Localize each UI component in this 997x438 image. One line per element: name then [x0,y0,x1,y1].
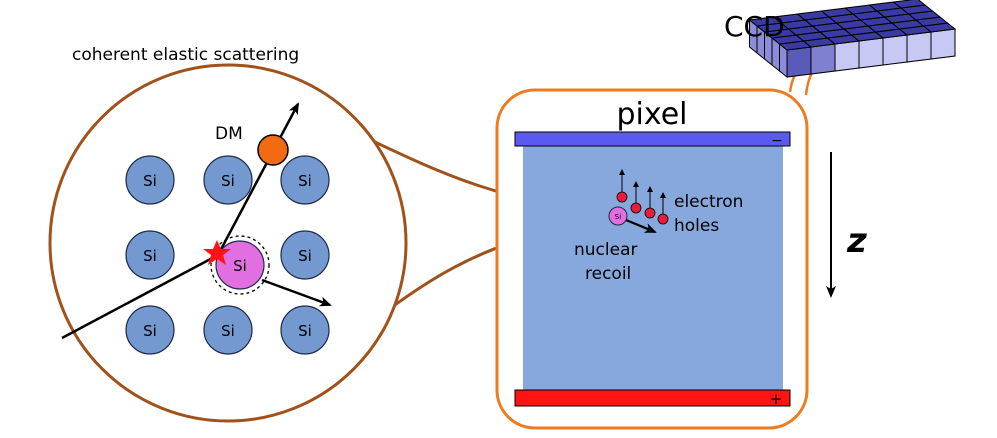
lattice-atom: Si [203,305,253,355]
diagram-title: coherent elastic scattering [72,45,299,65]
lattice-atom: Si [125,155,175,205]
ccd-front-cell [810,43,836,75]
dm-particle [257,134,289,166]
atom-label: Si [143,247,157,265]
ccd-front-cell [930,28,956,60]
lattice-atom: Si [280,305,330,355]
star-icon [203,240,231,265]
atom-label: Si [298,247,312,265]
ccd-front-cell [858,37,884,69]
pixel-label: pixel [616,97,687,132]
recoil-label: recoil [585,264,631,284]
lattice-atom: Si [203,155,253,205]
nuclear-label: nuclear [574,240,637,260]
electron-label: electron [674,192,743,212]
pixel-atom-label: Si [615,213,621,221]
ccd-front-cell [882,34,908,66]
silicon-lattice: Si Si Si Si Si Si Si Si [125,155,330,355]
ccd-label: CCD [724,10,785,43]
pixel-silicon-bulk [523,146,783,390]
electron-hole-pairs [616,169,669,225]
charge-plus-icon [616,191,628,203]
charge-plus-icon [657,213,669,225]
z-axis-label: z [846,221,867,261]
ccd-front-cell [834,40,860,72]
pixel-recoil-atom [608,206,628,226]
pixel-recoil-arrow [625,218,657,234]
recoil-halo [210,235,270,295]
top-electrode [514,131,791,147]
atom-label: Si [298,322,312,340]
bottom-electrode [514,389,791,407]
ccd-sensor [748,0,957,79]
center-atom [215,240,265,290]
lattice-atom: Si [280,230,330,280]
atom-label: Si [143,172,157,190]
lattice-atom: Si [125,305,175,355]
dm-label: DM [215,124,243,144]
charge-plus-icon [630,202,642,214]
ccd-front-cell [786,46,812,78]
dm-incoming-track [61,253,219,340]
charge-plus-icon [644,207,656,219]
holes-label: holes [674,216,719,236]
lattice-magnifier-circle [48,63,408,423]
recoil-arrow [261,278,332,307]
lattice-atom: Si [125,230,175,280]
dm-outgoing-arrow [216,102,300,256]
atom-label: Si [143,322,157,340]
lattice-atom: Si [280,155,330,205]
ccd-front-cell [906,31,932,63]
plus-sign: + [770,390,783,408]
atom-label: Si [298,172,312,190]
atom-label: Si [221,322,235,340]
ccd-pixel-cell [892,0,927,9]
minus-sign: − [771,133,783,149]
atom-label: Si [221,172,235,190]
center-atom-label: Si [233,257,247,275]
